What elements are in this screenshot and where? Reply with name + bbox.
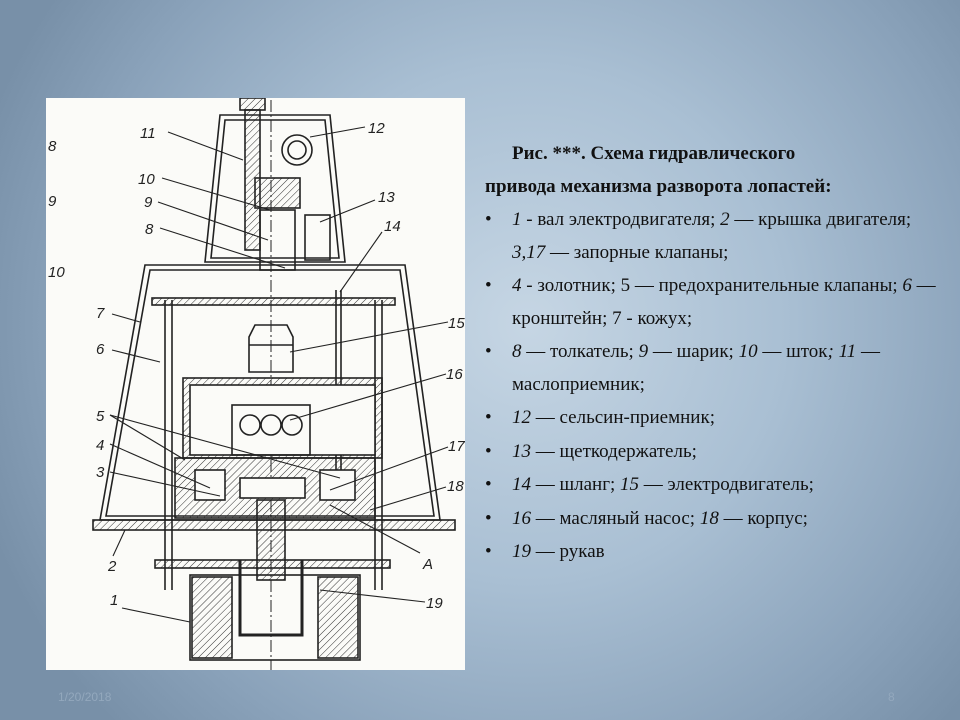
item-number: 2 — [720, 209, 730, 230]
bullet: • — [485, 275, 492, 296]
label-14: 14 — [384, 218, 401, 235]
legend-item: • 12 — сельсин-приемник; — [485, 402, 945, 435]
margin-label-8: 8 — [48, 138, 57, 155]
item-number: 19 — [512, 541, 531, 562]
legend-item: • 13 — щеткодержатель; — [485, 436, 945, 469]
item-number: 16 — [512, 507, 531, 529]
bullet: • — [485, 209, 492, 230]
item-text: - вал электродвигателя; — [521, 209, 721, 230]
item-text: — толкатель; — [521, 341, 639, 362]
item-number: 13 — [512, 440, 531, 462]
caption-line-1: Рис. ***. Схема гидравлического — [512, 143, 796, 164]
label-13: 13 — [378, 189, 395, 206]
item-number: 6 — [902, 275, 912, 296]
item-text: — сельсин-приемник; — [531, 407, 715, 428]
caption-block: Рис. ***. Схема гидравлического привода … — [485, 138, 945, 569]
label-12: 12 — [368, 120, 385, 137]
legend-item: • 14 — шланг; 15 — электродвигатель; — [485, 469, 945, 502]
figure-caption: Рис. ***. Схема гидравлического привода … — [485, 138, 945, 203]
label-18: 18 — [447, 478, 464, 495]
legend-item: • 8 — толкатель; 9 — шарик; 10 — шток; 11… — [485, 336, 945, 401]
item-number: ; — [827, 341, 834, 362]
item-number: 11 — [838, 341, 857, 362]
legend-item: • 16 — масляный насос; 18 — корпус; — [485, 503, 945, 536]
hydraulic-drive-diagram: 11 12 10 9 8 13 14 7 6 15 16 5 4 3 17 18… — [46, 98, 465, 670]
label-15: 15 — [448, 315, 465, 332]
label-9: 9 — [144, 194, 153, 211]
legend-list: • 1 - вал электродвигателя; 2 — крышка дв… — [485, 204, 945, 569]
label-10: 10 — [138, 171, 155, 188]
bullet: • — [485, 341, 492, 362]
diagram-drawing: 11 12 10 9 8 13 14 7 6 15 16 5 4 3 17 18… — [48, 98, 465, 670]
item-number: 1 — [512, 209, 522, 230]
item-text: — шток — [757, 341, 828, 362]
item-text: — электродвигатель; — [639, 474, 814, 495]
bullet: • — [485, 440, 492, 462]
item-number: 12 — [512, 407, 531, 428]
bullet: • — [485, 507, 492, 529]
caption-line-2: привода механизма разворота лопастей: — [485, 175, 832, 197]
margin-label-10: 10 — [48, 264, 65, 281]
item-number: 15 — [620, 474, 640, 495]
label-11: 11 — [140, 125, 156, 142]
item-number: 18 — [699, 507, 719, 529]
bullet: • — [485, 541, 492, 562]
label-4: 4 — [96, 437, 104, 454]
leader-lines — [109, 126, 449, 623]
item-text: — маслоприемник; — [512, 341, 880, 395]
item-text: — щеткодержатель; — [531, 440, 697, 462]
label-2: 2 — [107, 558, 117, 575]
label-1: 1 — [110, 592, 118, 609]
item-text: — рукав — [531, 541, 605, 562]
margin-label-9: 9 — [48, 193, 57, 210]
item-number: 9 — [638, 341, 649, 362]
item-text: — масляный насос; — [531, 507, 700, 529]
item-text: — кронштейн; 7 - кожух; — [512, 275, 936, 329]
item-number: 10 — [738, 341, 758, 362]
label-16: 16 — [446, 366, 463, 383]
label-3: 3 — [96, 464, 105, 481]
slide-number: 8 — [888, 690, 895, 704]
item-text: — корпус; — [718, 507, 808, 529]
item-text: — запорные клапаны; — [545, 241, 729, 263]
item-text: — шланг; — [531, 474, 621, 495]
label-5: 5 — [96, 408, 105, 425]
label-6: 6 — [96, 341, 105, 358]
item-text: — крышка двигателя; — [729, 209, 912, 230]
footer-date: 1/20/2018 — [58, 690, 112, 704]
label-17: 17 — [448, 438, 465, 455]
label-8: 8 — [145, 221, 154, 238]
item-number: 4 — [512, 275, 522, 296]
label-A: A — [422, 556, 433, 573]
item-number: 14 — [512, 474, 531, 495]
item-text: - золотник; 5 — предохранительные клапан… — [521, 275, 903, 296]
item-number: 8 — [512, 341, 522, 362]
bullet: • — [485, 407, 492, 428]
label-19: 19 — [426, 595, 443, 612]
legend-item: • 1 - вал электродвигателя; 2 — крышка дв… — [485, 204, 945, 269]
item-text: — шарик; — [648, 341, 739, 362]
legend-item: • 19 — рукав — [485, 536, 945, 569]
item-number: 3,17 — [512, 241, 546, 263]
legend-item: • 4 - золотник; 5 — предохранительные кла… — [485, 270, 945, 335]
label-7: 7 — [96, 305, 105, 322]
bullet: • — [485, 474, 492, 495]
